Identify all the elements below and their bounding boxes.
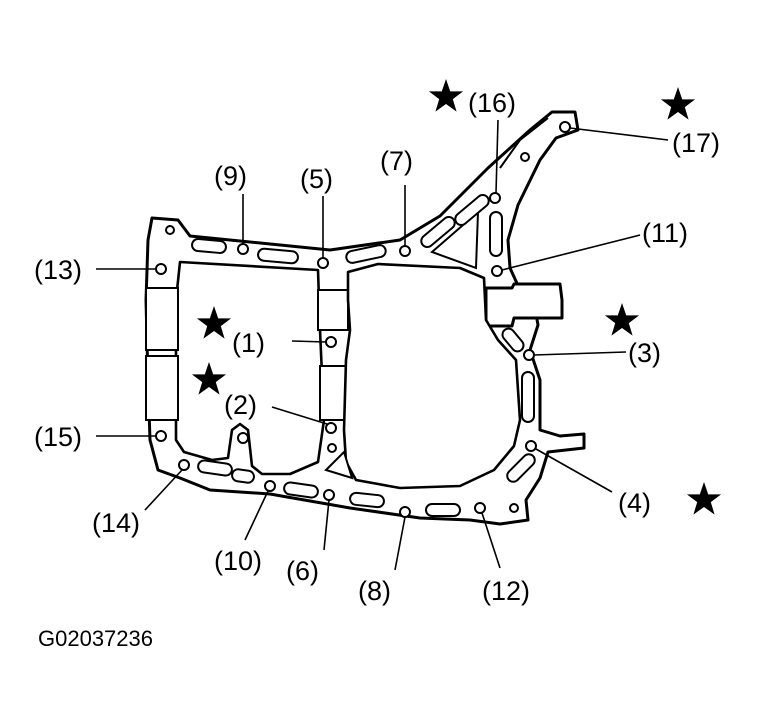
- label-12: (12): [482, 576, 530, 606]
- leader-lines: [96, 119, 669, 571]
- slot-right-vert: [521, 371, 535, 423]
- bolt-hole-1: [325, 336, 337, 348]
- bolt-hole-2: [325, 422, 337, 434]
- label-7: (7): [380, 146, 413, 176]
- bolt-hole-3: [523, 349, 535, 361]
- slot-bottom-3: [283, 481, 319, 499]
- label-10: (10): [214, 546, 262, 576]
- slot-top-2: [257, 247, 299, 265]
- leader-2: [271, 406, 328, 425]
- leader-17: [569, 127, 669, 141]
- aux-hole: [327, 443, 337, 453]
- star-icon: [604, 303, 640, 336]
- bolt-hole-11: [491, 265, 503, 277]
- upper-arm-edge: [499, 117, 549, 169]
- leader-11: [501, 234, 641, 271]
- bolt-hole-9: [237, 243, 249, 255]
- bolt-hole-7: [399, 245, 411, 257]
- star-icon: [196, 306, 232, 339]
- slot-bottom-2: [231, 468, 255, 484]
- leader-10: [244, 490, 269, 541]
- leader-4: [535, 448, 613, 493]
- leader-16: [495, 119, 499, 194]
- label-8: (8): [358, 576, 391, 606]
- label-6: (6): [286, 556, 319, 586]
- bolt-hole-14: [178, 459, 190, 471]
- edge-slots: [191, 194, 536, 517]
- aux-hole: [509, 503, 519, 513]
- bolt-hole-6: [323, 489, 335, 501]
- slot-bottom-4: [349, 491, 385, 509]
- leader-3: [533, 351, 627, 356]
- leader-14: [144, 469, 183, 511]
- label-2: (2): [224, 390, 257, 420]
- bolt-hole-16: [489, 192, 501, 204]
- leader-8: [394, 516, 406, 571]
- star-icon: [191, 362, 227, 395]
- star-icon: [428, 79, 464, 112]
- callout-labels: (1) (2) (3) (4) (5) (6) (7) (8) (9) (10)…: [34, 88, 720, 606]
- bolt-hole-17: [559, 121, 571, 133]
- lower-triangle-web: [324, 450, 354, 480]
- slot-top-3: [345, 244, 387, 264]
- slot-right-diag: [501, 327, 525, 353]
- slot-bottom-5: [425, 503, 461, 517]
- leader-1: [291, 340, 327, 343]
- label-17: (17): [672, 128, 720, 158]
- label-9: (9): [214, 161, 247, 191]
- label-15: (15): [34, 422, 82, 452]
- label-11: (11): [642, 218, 688, 248]
- left-cavity: [174, 260, 326, 476]
- bolt-hole-10: [264, 480, 276, 492]
- bolt-hole-13: [155, 263, 167, 275]
- label-3: (3): [628, 338, 661, 368]
- figure-id: G02037236: [38, 626, 153, 651]
- slot-right-lower: [506, 453, 536, 483]
- label-13: (13): [34, 255, 82, 285]
- slot-diag-1: [420, 216, 456, 248]
- bolt-hole-8: [399, 506, 411, 518]
- leader-6: [323, 499, 330, 551]
- aux-hole: [520, 152, 530, 162]
- label-1: (1): [232, 328, 265, 358]
- label-14: (14): [92, 508, 140, 538]
- star-icon: [686, 482, 722, 515]
- star-markers: [191, 79, 722, 515]
- bolt-holes: [155, 121, 571, 518]
- aux-hole: [165, 225, 175, 235]
- upper-triangle-web: [430, 209, 480, 270]
- label-4: (4): [618, 488, 651, 518]
- aux-hole: [237, 432, 249, 444]
- right-cavity: [342, 262, 522, 490]
- left-web-lower: [145, 355, 179, 421]
- star-icon: [660, 87, 696, 120]
- label-5: (5): [300, 164, 333, 194]
- bolt-hole-15: [155, 430, 167, 442]
- bolt-hole-4: [525, 440, 537, 452]
- slot-diag-2: [454, 194, 490, 226]
- right-boss: [484, 282, 564, 328]
- label-16: (16): [468, 88, 516, 118]
- center-block-upper: [317, 289, 349, 331]
- bolt-hole-12: [474, 502, 486, 514]
- slot-bottom-1: [197, 459, 233, 477]
- slot-vert-upper: [489, 211, 503, 257]
- center-block-lower: [319, 365, 347, 421]
- left-web-upper: [145, 287, 179, 351]
- slot-top-1: [191, 238, 227, 254]
- leader-12: [481, 512, 501, 569]
- bolt-hole-5: [317, 257, 329, 269]
